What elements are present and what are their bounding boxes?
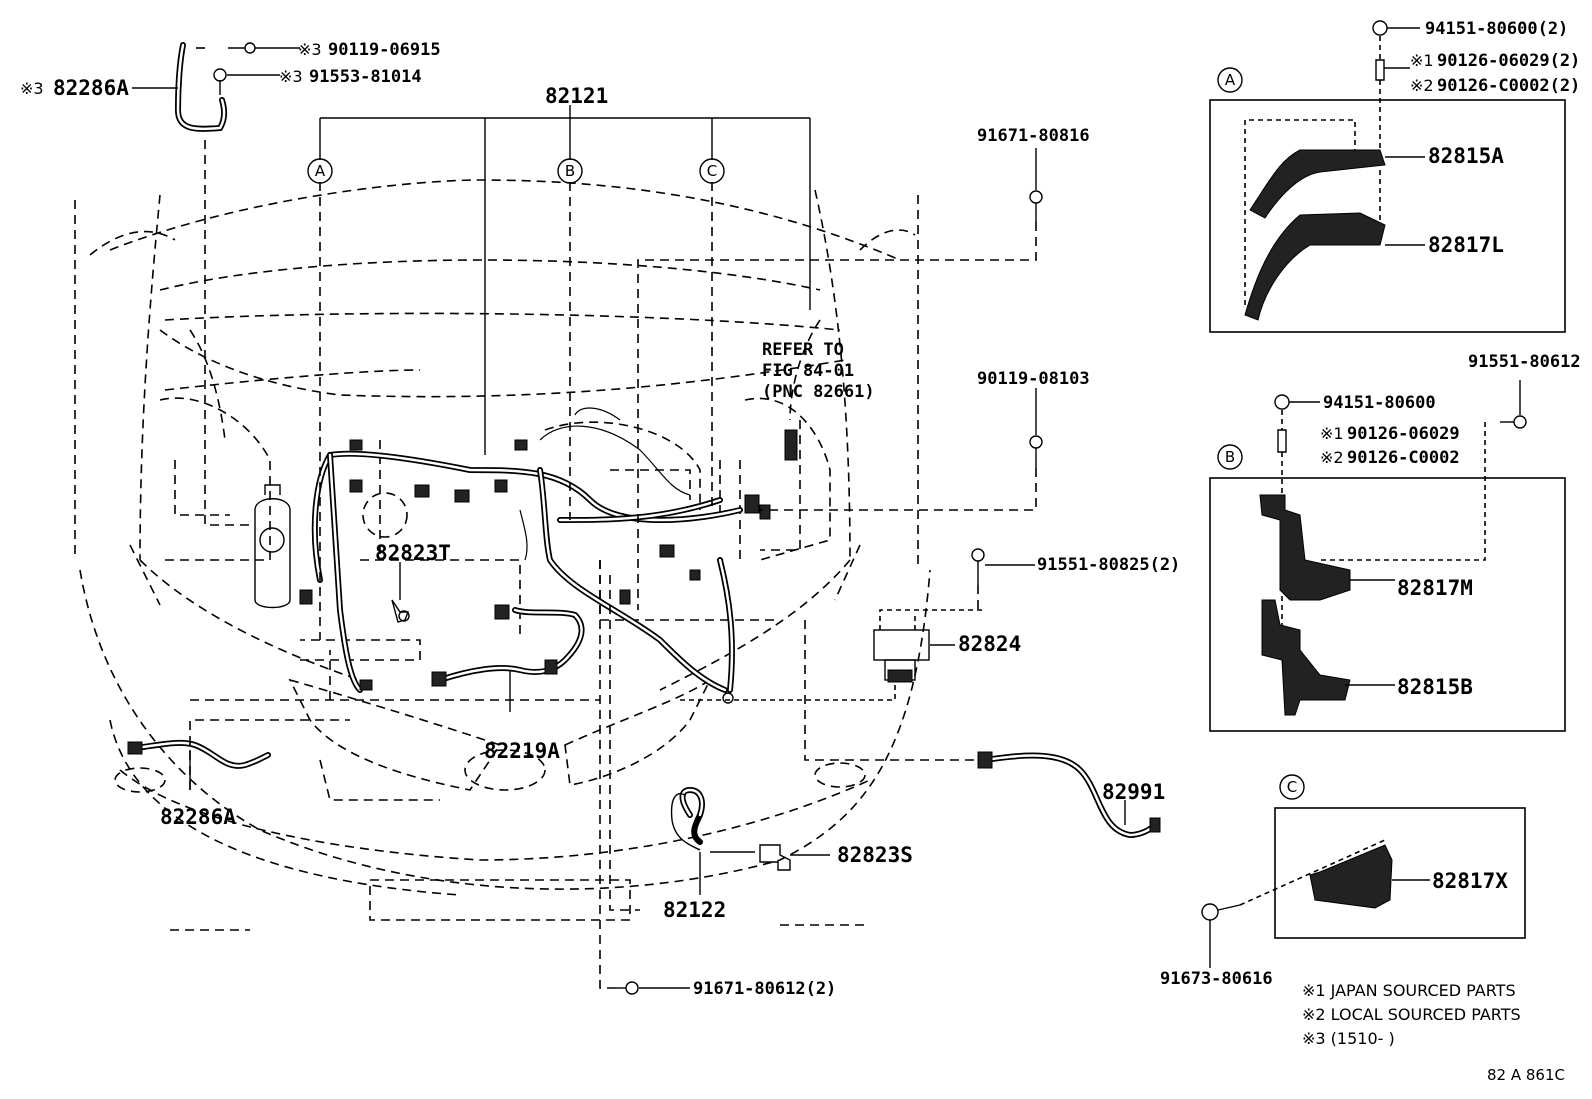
callout-b-detail-text: B bbox=[1225, 448, 1235, 466]
label-91553-81014: 91553-81014 bbox=[309, 67, 422, 87]
detail-a bbox=[1209, 20, 1566, 333]
label-91671-80816: 91671-80816 bbox=[977, 126, 1090, 146]
callout-b-detail: B bbox=[1217, 444, 1243, 470]
detail-c bbox=[1201, 807, 1526, 968]
sensor-82823t bbox=[391, 562, 410, 623]
figure-code: 82 A 861C bbox=[1487, 1066, 1565, 1084]
circle-callouts: A B C A B C bbox=[307, 67, 1305, 800]
mark-3-90119: ※3 bbox=[298, 40, 322, 59]
callout-c-detail: C bbox=[1279, 774, 1305, 800]
legend-notes: ※1 JAPAN SOURCED PARTS ※2 LOCAL SOURCED … bbox=[1302, 981, 1565, 1084]
bolt-91553-81014 bbox=[213, 68, 280, 95]
label-90126-c0002-2: 90126-C0002(2) bbox=[1437, 76, 1580, 96]
label-82817x: 82817X bbox=[1432, 869, 1508, 893]
label-82219a: 82219A bbox=[484, 739, 560, 763]
fasteners bbox=[213, 42, 1043, 995]
callout-b-main-text: B bbox=[565, 162, 575, 180]
label-82817l: 82817L bbox=[1428, 233, 1504, 257]
callout-b-main: B bbox=[557, 158, 583, 184]
label-91551-80825: 91551-80825(2) bbox=[1037, 555, 1180, 575]
label-90126-06029-2: 90126-06029(2) bbox=[1437, 51, 1580, 71]
harness-82122 bbox=[670, 786, 830, 895]
label-94151-80600-2: 94151-80600(2) bbox=[1425, 19, 1568, 39]
callout-c-detail-text: C bbox=[1287, 778, 1297, 796]
label-82817m: 82817M bbox=[1397, 576, 1473, 600]
label-82815a: 82815A bbox=[1428, 144, 1504, 168]
mark-2-b: ※2 bbox=[1320, 448, 1344, 467]
label-82286a-top: 82286A bbox=[53, 76, 129, 100]
label-82286a-bottom: 82286A bbox=[160, 805, 236, 829]
mark-1-a: ※1 bbox=[1410, 51, 1434, 70]
harness-82219a bbox=[431, 604, 585, 712]
mark-3-91553: ※3 bbox=[279, 67, 303, 86]
refer-line-1: REFER TO bbox=[762, 340, 844, 360]
label-91673-80616: 91673-80616 bbox=[1160, 969, 1273, 989]
callout-c-main-text: C bbox=[707, 162, 717, 180]
note-local-sourced: ※2 LOCAL SOURCED PARTS bbox=[1302, 1005, 1521, 1024]
label-90126-06029: 90126-06029 bbox=[1347, 424, 1460, 444]
harness-82991 bbox=[977, 751, 1161, 839]
label-90126-c0002: 90126-C0002 bbox=[1347, 448, 1460, 468]
detail-b bbox=[1209, 380, 1566, 732]
callout-c-main: C bbox=[699, 158, 725, 184]
mark-2-a: ※2 bbox=[1410, 76, 1434, 95]
mark-3-82286a: ※3 bbox=[20, 79, 44, 98]
label-90119-08103: 90119-08103 bbox=[977, 369, 1090, 389]
label-82122: 82122 bbox=[663, 898, 726, 922]
refer-line-3: (PNC 82661) bbox=[762, 382, 875, 402]
bolt-90119-08103 bbox=[1029, 388, 1043, 468]
callout-a-detail-text: A bbox=[1225, 71, 1236, 89]
label-91671-80612: 91671-80612(2) bbox=[693, 979, 836, 999]
mark-1-b: ※1 bbox=[1320, 424, 1344, 443]
callout-a-main: A bbox=[307, 158, 333, 184]
harness-82286a-top bbox=[132, 42, 228, 132]
bolt-91671-80816 bbox=[1029, 148, 1043, 222]
label-82824: 82824 bbox=[958, 632, 1021, 656]
label-91551-80612: 91551-80612 bbox=[1468, 352, 1581, 372]
part-labels: 82121 ※3 82286A ※3 90119-06915 ※3 91553-… bbox=[20, 19, 1581, 999]
bolt-91551-80825 bbox=[971, 548, 1035, 585]
relay-block-82824 bbox=[680, 609, 985, 701]
leader-lines bbox=[189, 47, 1037, 989]
refer-line-2: FIG 84-01 bbox=[762, 361, 854, 381]
label-82991: 82991 bbox=[1102, 780, 1165, 804]
label-82121: 82121 bbox=[545, 84, 608, 108]
bolt-90119-06915 bbox=[228, 42, 300, 54]
label-82823s: 82823S bbox=[837, 843, 913, 867]
bolt-91671-80612 bbox=[615, 981, 690, 995]
note-japan-sourced: ※1 JAPAN SOURCED PARTS bbox=[1302, 981, 1516, 1000]
label-90119-06915: 90119-06915 bbox=[328, 40, 441, 60]
callout-a-detail: A bbox=[1217, 67, 1243, 93]
callout-a-main-text: A bbox=[315, 162, 326, 180]
label-82815b: 82815B bbox=[1397, 675, 1473, 699]
note-date-range: ※3 (1510- ) bbox=[1302, 1029, 1395, 1048]
harness-82286a-bottom bbox=[127, 739, 271, 790]
label-94151-80600: 94151-80600 bbox=[1323, 393, 1436, 413]
label-82823t: 82823T bbox=[375, 541, 451, 565]
